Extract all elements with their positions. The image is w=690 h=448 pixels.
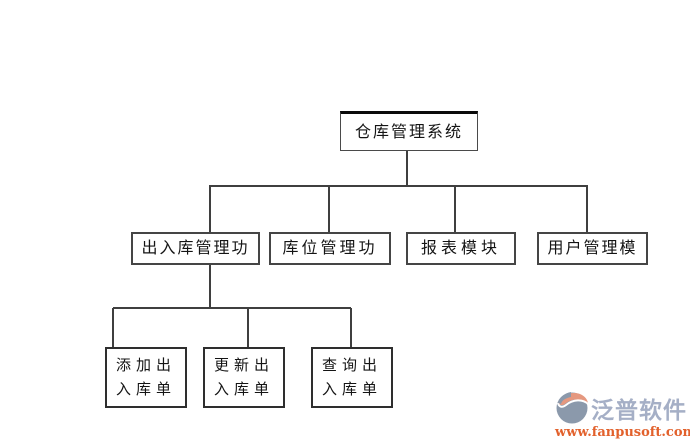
node-label-line: 入库单: [213, 379, 274, 398]
node-location-management: 库位管理功: [269, 232, 391, 265]
node-query-inout-order: 查询出 入库单: [311, 347, 393, 408]
node-add-inout-order: 添加出 入库单: [105, 347, 187, 408]
fanpusoft-logo-icon: [556, 392, 589, 424]
watermark-url: www.fanpusoft.com: [555, 425, 690, 440]
fanpusoft-watermark: 泛普软件 www.fanpusoft.com: [555, 391, 690, 445]
node-label-line: 更新出: [213, 356, 274, 375]
node-user-management: 用户管理模: [537, 232, 648, 265]
watermark-brand-row: 泛普软件: [555, 391, 690, 425]
node-label-line: 入库单: [321, 379, 382, 398]
node-label-line: 查询出: [321, 356, 382, 375]
node-update-inout-order: 更新出 入库单: [203, 347, 285, 408]
watermark-brand-text: 泛普软件: [591, 398, 687, 424]
node-report-module: 报表模块: [406, 232, 516, 265]
node-warehouse-management-system: 仓库管理系统: [340, 111, 478, 151]
node-label-line: 入库单: [115, 379, 176, 398]
node-inout-management: 出入库管理功: [131, 232, 260, 265]
node-label-line: 添加出: [115, 356, 176, 375]
